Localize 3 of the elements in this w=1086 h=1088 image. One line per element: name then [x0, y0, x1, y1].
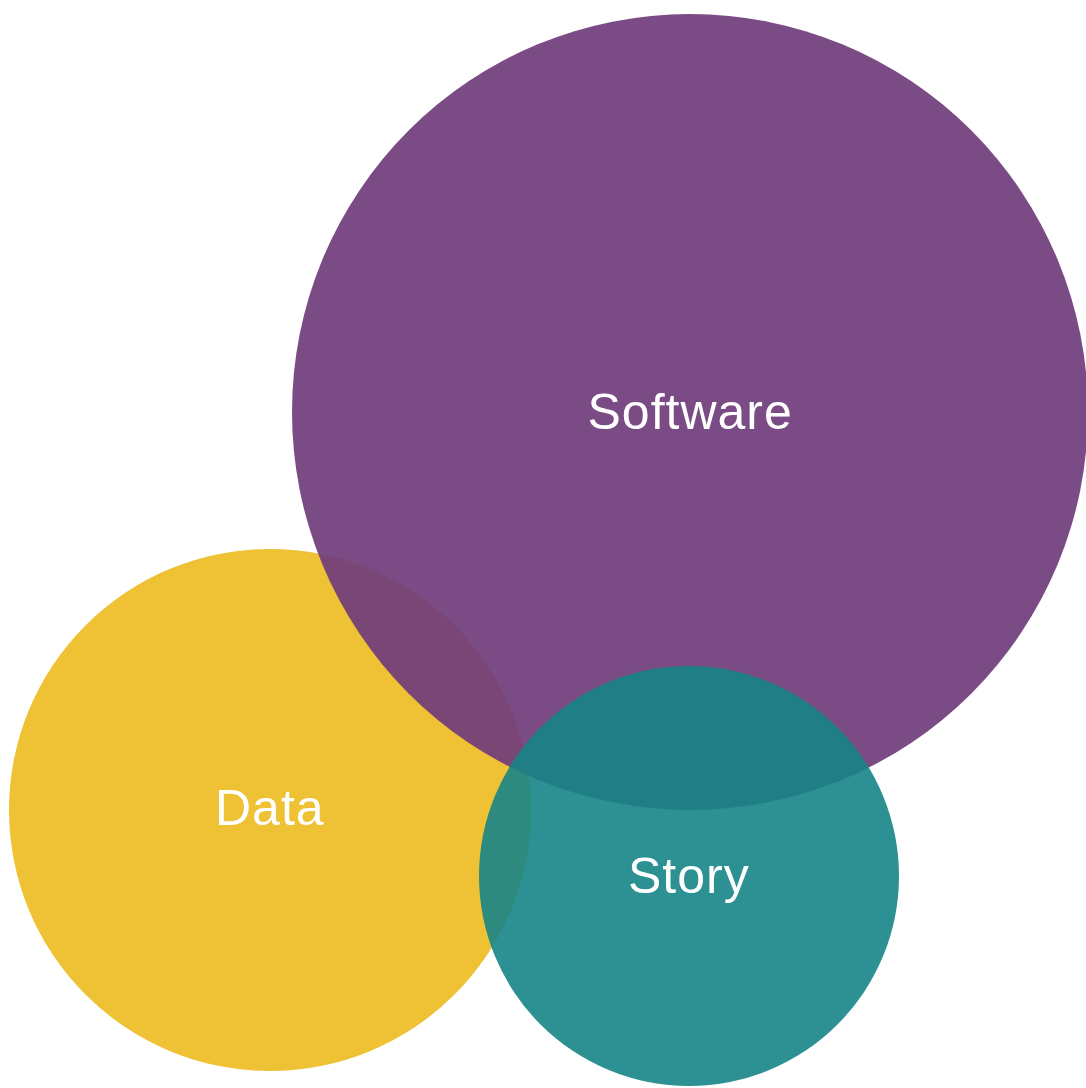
circle-label: Story — [628, 847, 750, 905]
circle-label: Software — [587, 383, 793, 441]
circle-label: Data — [215, 779, 325, 837]
